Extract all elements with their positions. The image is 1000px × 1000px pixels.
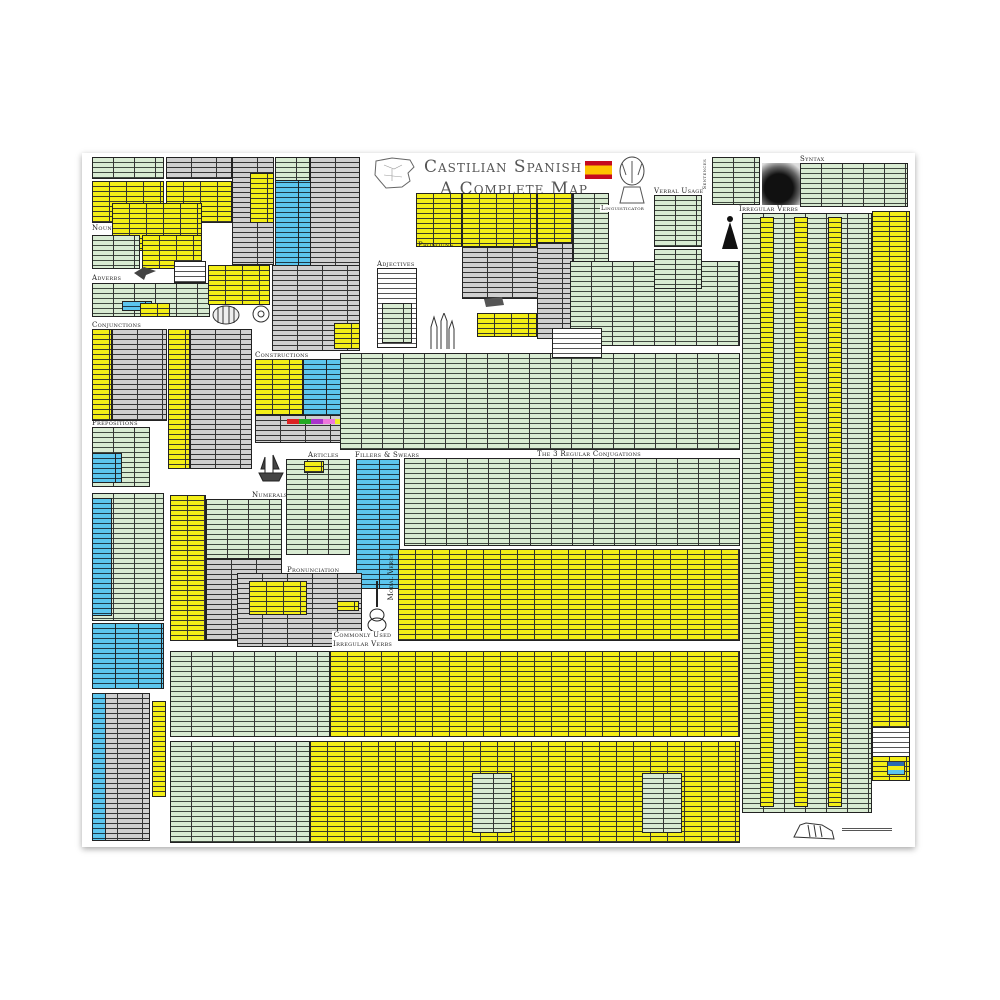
common-irregular-line1: Commonly Used	[333, 631, 392, 639]
section-heading-articles: Articles	[308, 451, 339, 459]
irregular-verbs-footnote	[872, 727, 910, 757]
verbal-usage-moods	[654, 249, 702, 289]
ram-icon	[252, 305, 270, 323]
section-heading-pronouns: Pronouns	[418, 241, 454, 249]
poster-title: Castilian Spanish	[424, 157, 583, 177]
misc-notes-index	[92, 693, 106, 841]
irregular-verbs-notes	[472, 773, 512, 833]
prepositions-por-para	[92, 453, 122, 483]
spain-flag-icon	[585, 161, 612, 179]
fillers-swears-table	[356, 459, 400, 589]
pronoun-examples	[310, 157, 360, 267]
nouns-diminutives	[92, 235, 140, 269]
nouns-exceptions	[174, 261, 206, 283]
numerals-cardinal	[170, 495, 206, 641]
syntax-table	[800, 163, 908, 207]
determiners-forms	[250, 173, 274, 223]
irregular-verbs-table-1	[170, 651, 330, 737]
irregular-verbs-column-2	[794, 217, 808, 807]
tiger-lying-icon	[793, 822, 835, 840]
section-heading-irregular-verbs: Irregular Verbs	[739, 205, 799, 213]
pronouns-possessive	[537, 193, 573, 243]
common-irregular-line2: Irregular Verbs	[333, 640, 393, 648]
spain-map-icon	[374, 157, 415, 189]
section-heading-prepositions: Prepositions	[92, 419, 138, 427]
irregular-verbs-table-3	[170, 741, 310, 843]
prepositions-list	[92, 498, 112, 616]
articles-forms	[304, 461, 324, 473]
section-heading-conjunctions: Conjunctions	[92, 321, 142, 329]
conjunctions-usage-2	[190, 329, 252, 469]
pronunciation-stress	[337, 601, 359, 611]
section-heading-verbal-usage: Verbal Usage	[654, 187, 704, 195]
irregular-verbs-notes-2	[642, 773, 682, 833]
ship-icon	[258, 454, 284, 482]
barrel-icon	[212, 305, 240, 325]
flamenco-dancer-icon	[722, 216, 738, 249]
misc-notes-highlight	[152, 701, 166, 797]
conjunctions-list-2	[168, 329, 190, 469]
cathedral-icon	[430, 313, 455, 349]
section-heading-fillers-swears: Fillers & Swears	[355, 451, 420, 459]
section-heading-nouns: Nouns	[92, 224, 116, 232]
guitar-icon	[367, 581, 387, 633]
irregular-verbs-column-3	[828, 217, 842, 807]
section-heading-pronunciation: Pronunciation	[287, 566, 340, 574]
tiger-logo-icon	[619, 156, 645, 204]
brand-label: Linguisticator	[600, 205, 646, 212]
adjectives-comparison	[382, 303, 412, 343]
pronouns-object-table	[462, 193, 537, 247]
constructions-table	[255, 359, 303, 415]
verbal-usage-table	[654, 195, 702, 247]
modal-verbs-table	[398, 549, 740, 641]
regular-conjugations-table	[404, 458, 740, 546]
nouns-notes	[166, 157, 232, 179]
section-heading-adverbs: Adverbs	[92, 274, 122, 282]
pronoun-header	[275, 157, 310, 181]
color-legend	[887, 761, 905, 775]
articles-table	[286, 459, 350, 555]
sentences-table	[712, 157, 760, 205]
irregular-verbs-index	[872, 211, 910, 781]
adverb-constructions-forms	[334, 323, 360, 349]
copyright-note	[842, 828, 892, 832]
pronunciation-vowels	[249, 581, 307, 615]
section-heading-syntax: Syntax	[800, 155, 825, 163]
adverbs-forms	[140, 303, 170, 317]
nouns-gender-table	[92, 157, 164, 179]
conjunctions-list	[92, 329, 112, 421]
section-heading-numerals: Numerals	[252, 491, 288, 499]
bird-icon	[134, 267, 156, 280]
adverbs-comparison	[208, 265, 270, 305]
grammar-map-poster: Castilian Spanish A Complete Map Linguis…	[82, 153, 915, 847]
section-heading-regular-conjugations: The 3 Regular Conjugations	[537, 450, 642, 458]
bull-small-icon	[484, 297, 504, 307]
pronouns-order	[477, 313, 537, 337]
section-heading-sentences: Sentences	[702, 159, 708, 190]
palm-landscape-image	[762, 163, 804, 205]
numerals-ordinal	[206, 499, 282, 559]
section-heading-modal-verbs: Modal Verbs	[387, 553, 395, 601]
section-heading-constructions: Constructions	[255, 351, 309, 359]
prepositions-compound	[92, 623, 164, 689]
pronouns-subject-table	[416, 193, 462, 247]
color-key-bar	[287, 419, 347, 424]
pronouns-demonstrative	[537, 243, 573, 339]
verb-tenses-overview	[340, 353, 740, 450]
conjunctions-usage	[112, 329, 167, 421]
verb-tenses-header	[552, 328, 602, 358]
irregular-verbs-table-2	[330, 651, 740, 737]
section-heading-adjectives: Adjectives	[377, 260, 415, 268]
irregular-verbs-column-1	[760, 217, 774, 807]
